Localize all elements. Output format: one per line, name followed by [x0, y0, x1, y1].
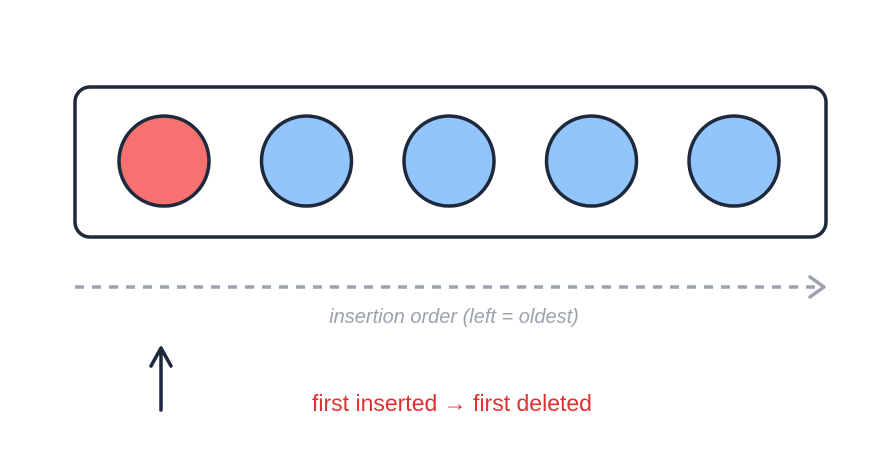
queue-item — [402, 114, 496, 208]
axis-arrowhead-icon — [808, 275, 826, 299]
axis-label: insertion order (left = oldest) — [329, 306, 579, 328]
up-arrow-icon — [149, 346, 173, 412]
queue-item — [544, 114, 639, 208]
queue-item — [259, 114, 354, 208]
queue-item — [687, 114, 781, 208]
queue-items — [117, 114, 781, 208]
queue-container — [73, 85, 828, 239]
queue-item-oldest — [117, 114, 211, 208]
fifo-note: first inserted → first deleted — [312, 390, 592, 416]
